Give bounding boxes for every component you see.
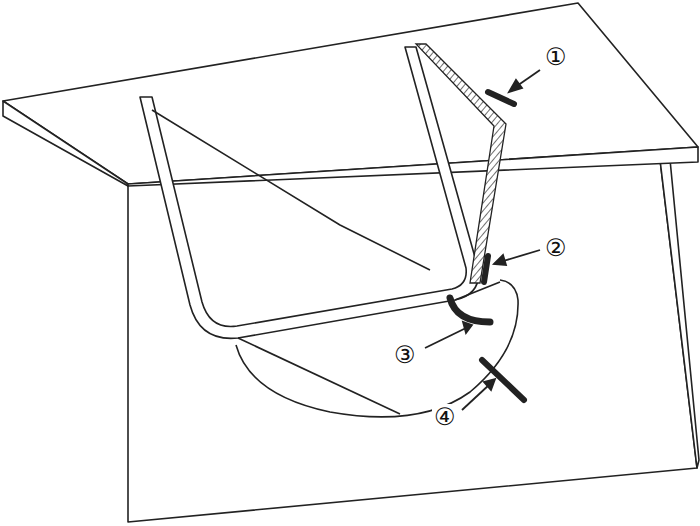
crack-mark — [450, 298, 490, 322]
callout-number: ③ — [392, 342, 418, 368]
diaphragm-cutout — [236, 280, 518, 417]
deck-side-edge — [128, 147, 698, 186]
arrow-head — [484, 379, 495, 390]
leader-line — [462, 384, 490, 410]
callout-number: ② — [543, 235, 569, 261]
arrow-head — [509, 80, 522, 92]
rib-back-line — [152, 110, 430, 270]
leader-line — [425, 328, 466, 348]
crack-mark — [482, 360, 524, 400]
crack-mark — [488, 92, 514, 104]
diaphragm-edge — [655, 118, 699, 468]
weld-seam — [416, 44, 506, 283]
rib-bottom — [238, 338, 400, 414]
callout-number: ① — [543, 44, 569, 70]
callout-number: ④ — [432, 404, 458, 430]
arrow-head — [494, 255, 506, 265]
arrow-head — [463, 322, 472, 333]
rib-bottom — [455, 282, 500, 300]
crack-mark — [484, 256, 488, 282]
u-rib — [140, 47, 479, 338]
deck-front-edge — [3, 101, 128, 186]
leader-line — [500, 250, 540, 262]
